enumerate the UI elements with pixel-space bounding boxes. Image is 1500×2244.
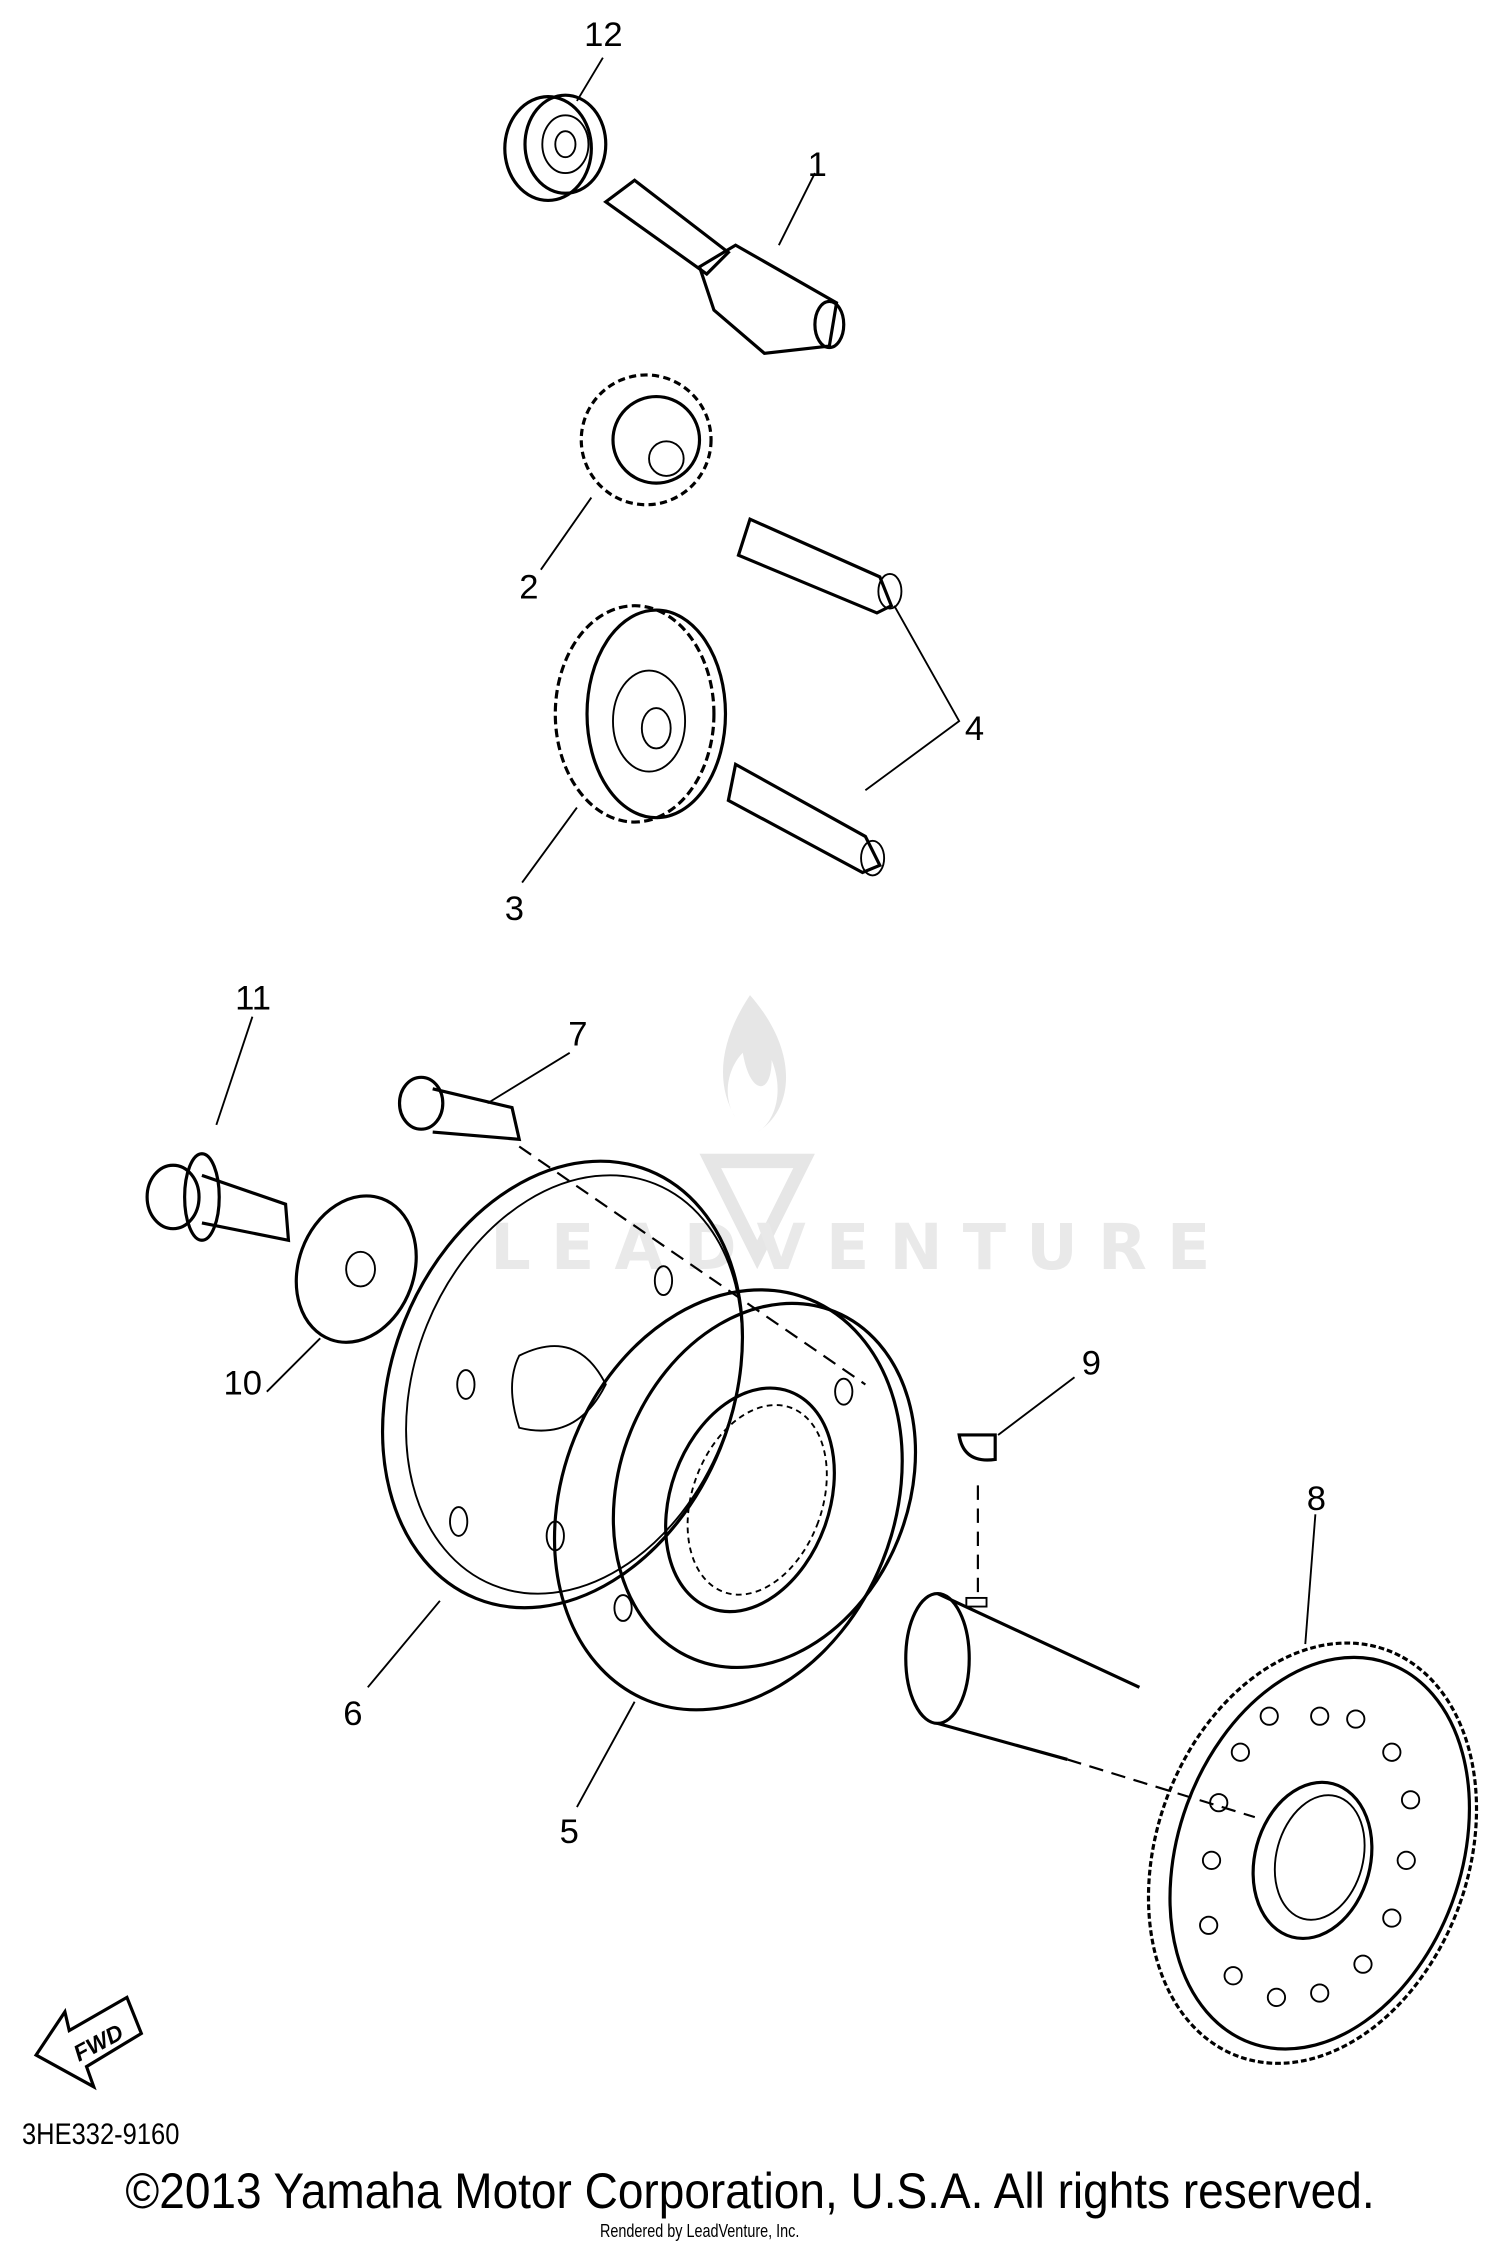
crankshaft-end bbox=[904, 1591, 1141, 1761]
part-9-key bbox=[957, 1376, 1076, 1601]
part-3-gear bbox=[521, 604, 728, 884]
callout-7: 7 bbox=[568, 1016, 587, 1054]
part-4-pins bbox=[726, 517, 961, 877]
callout-4: 4 bbox=[965, 710, 984, 748]
callout-8: 8 bbox=[1307, 1480, 1326, 1518]
diagram-part-number: 3HE332-9160 bbox=[22, 2118, 180, 2151]
callout-1: 1 bbox=[808, 146, 827, 184]
callout-3: 3 bbox=[505, 890, 524, 928]
part-2-gear bbox=[540, 373, 713, 571]
copyright-notice: ©2013 Yamaha Motor Corporation, U.S.A. A… bbox=[125, 2163, 1375, 2219]
part-1-shaft bbox=[603, 172, 846, 355]
leadventure-watermark: LEADVENTURE bbox=[490, 995, 1230, 1284]
rendered-by-note: Rendered by LeadVenture, Inc. bbox=[600, 2221, 800, 2241]
part-11-bolt bbox=[145, 1016, 291, 1243]
fwd-arrow-icon: FWD bbox=[33, 1995, 144, 2091]
part-12-bearing bbox=[503, 57, 608, 203]
svg-text:LEADVENTURE: LEADVENTURE bbox=[490, 1210, 1230, 1284]
callout-2: 2 bbox=[519, 568, 538, 606]
callout-6: 6 bbox=[343, 1695, 362, 1733]
part-7-bolt bbox=[397, 1051, 866, 1386]
callout-9: 9 bbox=[1082, 1344, 1101, 1382]
callout-12: 12 bbox=[584, 16, 623, 54]
part-8-gear bbox=[1066, 1514, 1479, 2065]
callout-5: 5 bbox=[560, 1813, 579, 1851]
part-5-one-way-clutch bbox=[552, 1288, 918, 1808]
part-10-washer bbox=[266, 1194, 418, 1393]
callout-10: 10 bbox=[224, 1365, 263, 1403]
callout-11: 11 bbox=[235, 980, 271, 1018]
callout-labels: 12 1 2 3 4 11 7 10 9 8 6 5 bbox=[224, 16, 1326, 1851]
part-6-plate bbox=[367, 1159, 745, 1688]
